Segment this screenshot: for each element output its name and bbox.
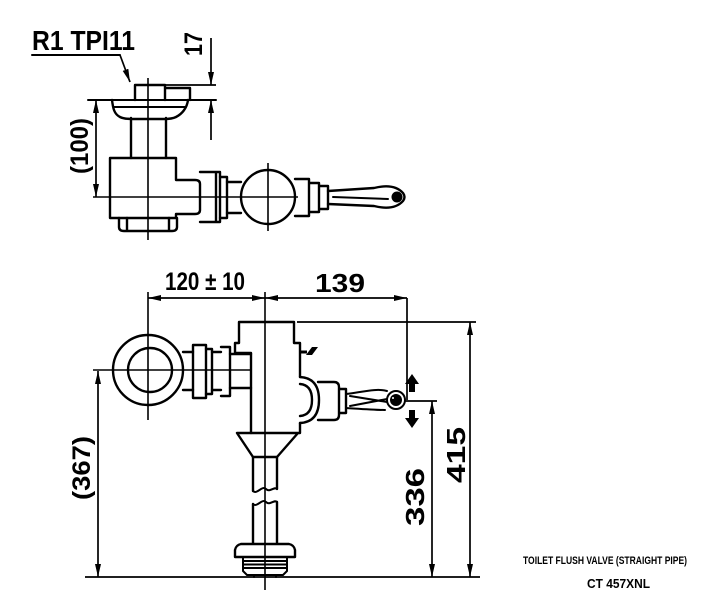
spud-threads	[242, 556, 288, 578]
valve-stem	[129, 116, 168, 160]
valve-body-lower	[235, 421, 302, 459]
dimension-inlet-to-body: 120 ± 10	[148, 268, 265, 301]
thread-callout: R1 TPI11	[31, 25, 135, 83]
dimension-inlet-drop: (100)	[66, 100, 99, 197]
side-view-outline	[87, 83, 406, 233]
handle-ball-outline	[386, 390, 406, 410]
pipe-break-symbol	[252, 487, 278, 506]
handle-lever	[345, 388, 388, 411]
front-view: 120 ± 10 139 336 415 (367)	[68, 268, 480, 590]
inlet-circle-outer	[111, 333, 185, 407]
inlet-pipe-3	[228, 352, 253, 390]
handle-tip	[391, 191, 403, 203]
dim-inlet-drop-label: (100)	[66, 118, 94, 174]
front-view-outline	[111, 320, 406, 578]
inlet-nut-2	[219, 345, 232, 398]
body-tab-flag	[300, 347, 318, 355]
coupling-nut	[198, 170, 222, 224]
model-code-label: CT 457XNL	[587, 577, 650, 591]
ball-highlight	[392, 397, 394, 399]
bottom-stub	[117, 216, 179, 233]
up-arrow	[405, 374, 419, 392]
dim-415-label: 415	[441, 427, 471, 483]
handle-clevis	[316, 380, 348, 422]
elbow-body	[108, 156, 202, 220]
dim-120-label: 120 ± 10	[165, 268, 245, 296]
inlet-ring	[204, 347, 214, 396]
thread-callout-label: R1 TPI11	[32, 25, 135, 56]
flange-bell	[110, 98, 190, 121]
inlet-circle-inner	[126, 346, 174, 394]
handle-socket-arcs	[298, 375, 321, 425]
handle-ball	[390, 394, 402, 406]
dimension-inlet-height: (367)	[68, 371, 101, 577]
dim-139-label: 139	[315, 268, 365, 298]
inlet-pipe-2	[210, 350, 223, 392]
dim-336-label: 336	[400, 468, 430, 526]
callout-leader	[119, 54, 131, 83]
dimension-handle-height: 336	[400, 401, 435, 577]
inlet-pipe	[181, 350, 195, 392]
handle-spear	[326, 185, 406, 209]
connector-pipe	[225, 180, 243, 215]
handle-hub-steps	[293, 177, 330, 218]
valve-body-cap	[233, 320, 302, 435]
dimension-body-to-handle: 139	[265, 268, 408, 400]
ball-joint	[239, 168, 297, 226]
coupling-ring	[218, 175, 229, 220]
product-name-label: TOILET FLUSH VALVE (STRAIGHT PIPE)	[523, 555, 687, 567]
dimension-overall-height: 415	[297, 321, 476, 577]
handle-spear-fold	[332, 196, 389, 200]
side-view: R1 TPI11 17 (100)	[31, 25, 406, 240]
valve-cap	[133, 83, 192, 102]
spud-flange	[233, 542, 297, 559]
dimension-cap-height: 17	[165, 32, 216, 140]
dim-367-label: (367)	[68, 436, 96, 500]
dim-cap-height-label: 17	[180, 32, 208, 56]
down-arrow	[405, 410, 419, 428]
flush-pipe	[251, 455, 279, 545]
inlet-nut	[191, 343, 208, 400]
title-block: TOILET FLUSH VALVE (STRAIGHT PIPE) CT 45…	[523, 555, 687, 591]
